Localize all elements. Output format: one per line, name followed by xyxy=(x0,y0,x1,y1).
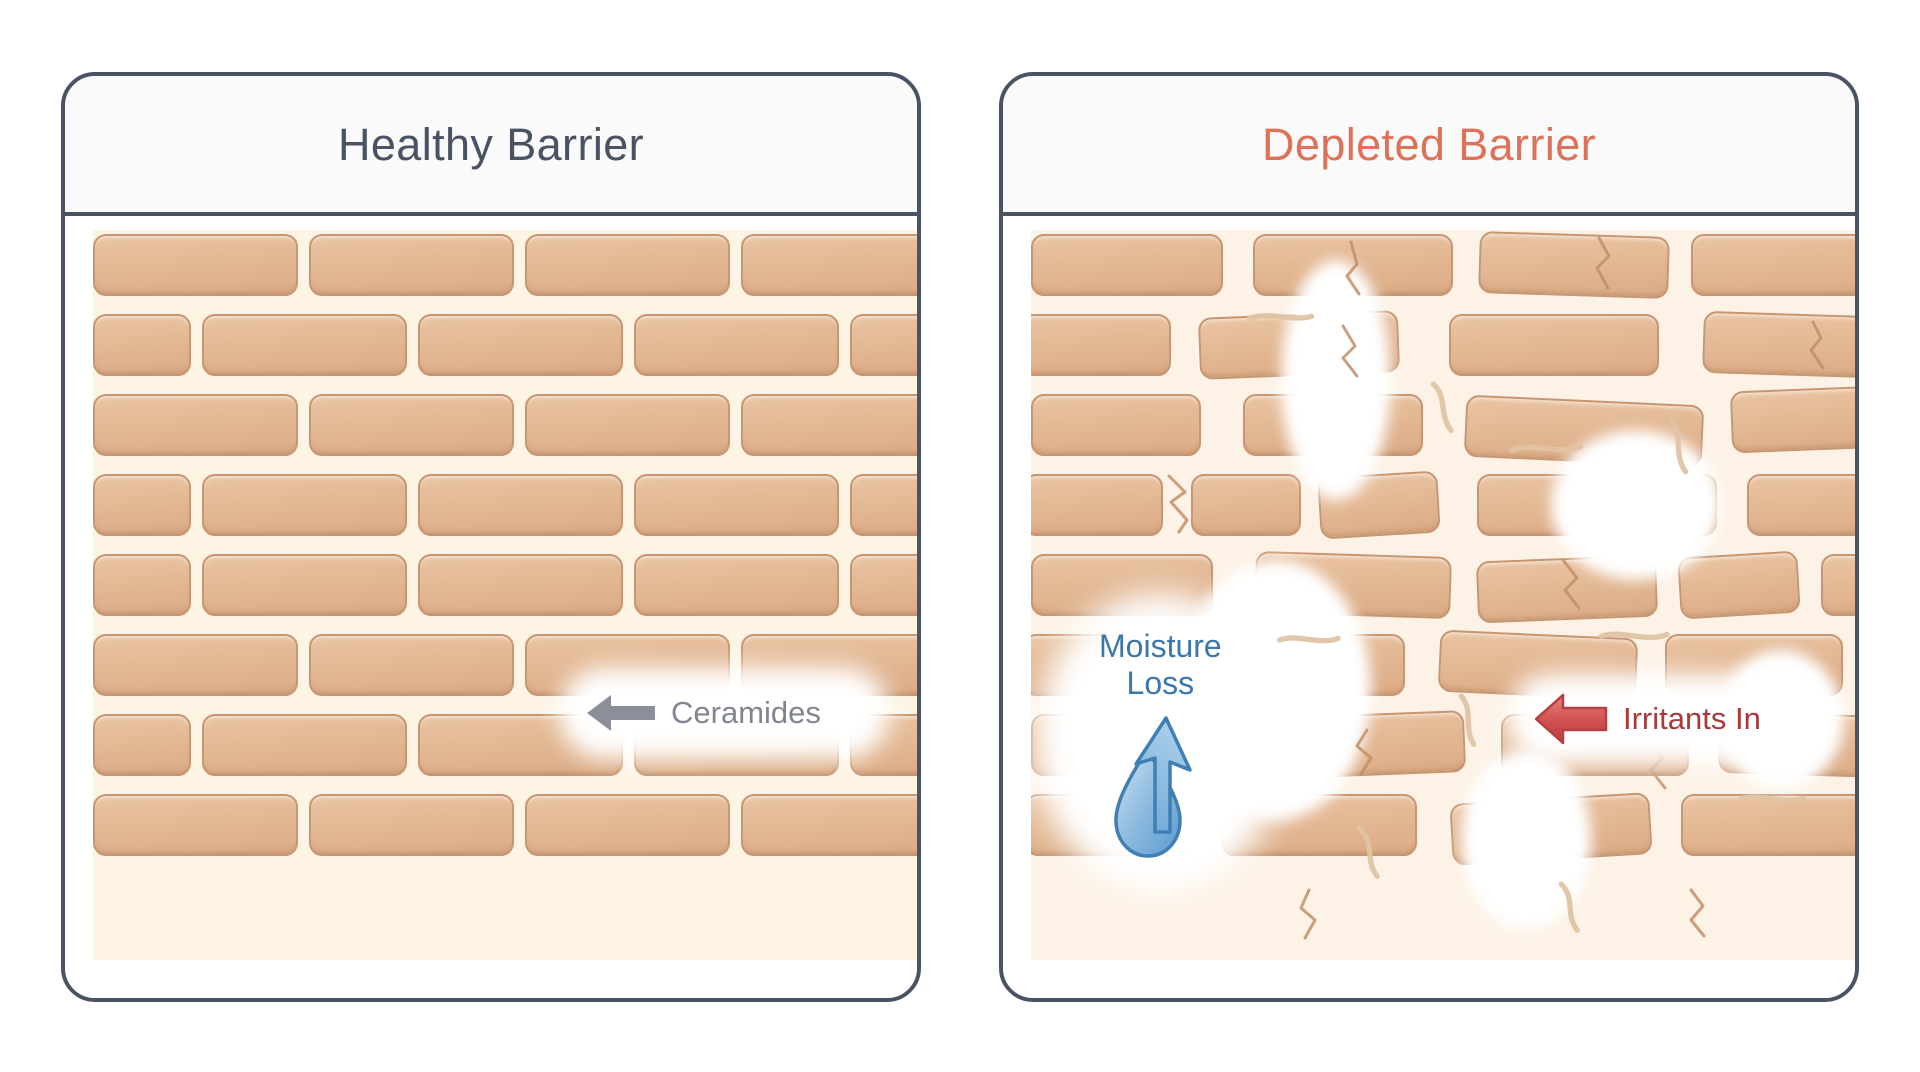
page-title: Healthy Barrier xyxy=(337,118,645,170)
callout-moisture-loss: Moisture Loss xyxy=(1035,592,1286,893)
brick xyxy=(850,474,917,536)
brick xyxy=(525,794,730,856)
callout-label-ceramides: Ceramides xyxy=(671,695,821,731)
brick xyxy=(93,554,191,616)
callout-label-moisture-loss: Moisture Loss xyxy=(1099,628,1222,702)
brick xyxy=(1031,234,1223,296)
panel-depleted-barrier: Depleted Barrier Moisture Loss xyxy=(999,72,1859,1002)
brick xyxy=(93,474,191,536)
panel-header-depleted: Depleted Barrier xyxy=(1003,76,1855,216)
brick xyxy=(1681,794,1855,856)
brick-crack xyxy=(1671,888,1711,954)
brick xyxy=(93,714,191,776)
brick xyxy=(93,794,298,856)
brick xyxy=(1449,314,1659,376)
brick xyxy=(1821,554,1855,616)
brick xyxy=(202,554,407,616)
brick xyxy=(741,234,917,296)
brick xyxy=(634,314,839,376)
brick xyxy=(634,554,839,616)
callout-label-irritants-in: Irritants In xyxy=(1623,701,1761,737)
panel-body-healthy: Ceramides xyxy=(65,216,917,998)
brick xyxy=(1031,474,1163,536)
brick xyxy=(309,394,514,456)
brick xyxy=(309,634,514,696)
brick xyxy=(1031,394,1201,456)
brick xyxy=(1691,234,1855,296)
panel-healthy-barrier: Healthy Barrier Ceramides xyxy=(61,72,921,1002)
brick xyxy=(1677,550,1801,620)
brick xyxy=(202,474,407,536)
brick xyxy=(525,234,730,296)
brick xyxy=(93,394,298,456)
brick xyxy=(1747,474,1855,536)
barrier-gap xyxy=(1461,750,1591,930)
brick xyxy=(202,714,407,776)
barrier-gap xyxy=(1281,260,1391,500)
brick xyxy=(1031,314,1171,376)
brick xyxy=(1702,310,1855,380)
water-droplet-icon xyxy=(1100,706,1220,876)
callout-ceramides: Ceramides xyxy=(559,667,889,759)
page-title-depleted: Depleted Barrier xyxy=(1261,118,1597,170)
panel-body-depleted: Moisture Loss xyxy=(1003,216,1855,998)
brick xyxy=(93,314,191,376)
brick xyxy=(634,474,839,536)
callout-irritants-in: Irritants In xyxy=(1507,673,1837,765)
panel-header-healthy: Healthy Barrier xyxy=(65,76,917,216)
brick-crack xyxy=(1289,888,1329,954)
brick xyxy=(418,314,623,376)
brick xyxy=(741,394,917,456)
brick xyxy=(525,394,730,456)
brick xyxy=(202,314,407,376)
brick xyxy=(850,314,917,376)
brick xyxy=(850,554,917,616)
brick xyxy=(309,794,514,856)
brick xyxy=(1729,384,1855,454)
brick xyxy=(418,474,623,536)
brick xyxy=(741,794,917,856)
arrow-left-icon xyxy=(1533,690,1609,748)
brick xyxy=(1478,231,1670,299)
brick xyxy=(418,554,623,616)
brick-wall-healthy xyxy=(93,230,917,960)
brick xyxy=(1191,474,1301,536)
brick xyxy=(93,234,298,296)
barrier-gap xyxy=(1551,430,1721,580)
brick xyxy=(93,634,298,696)
brick xyxy=(309,234,514,296)
arrow-left-icon xyxy=(585,690,657,736)
